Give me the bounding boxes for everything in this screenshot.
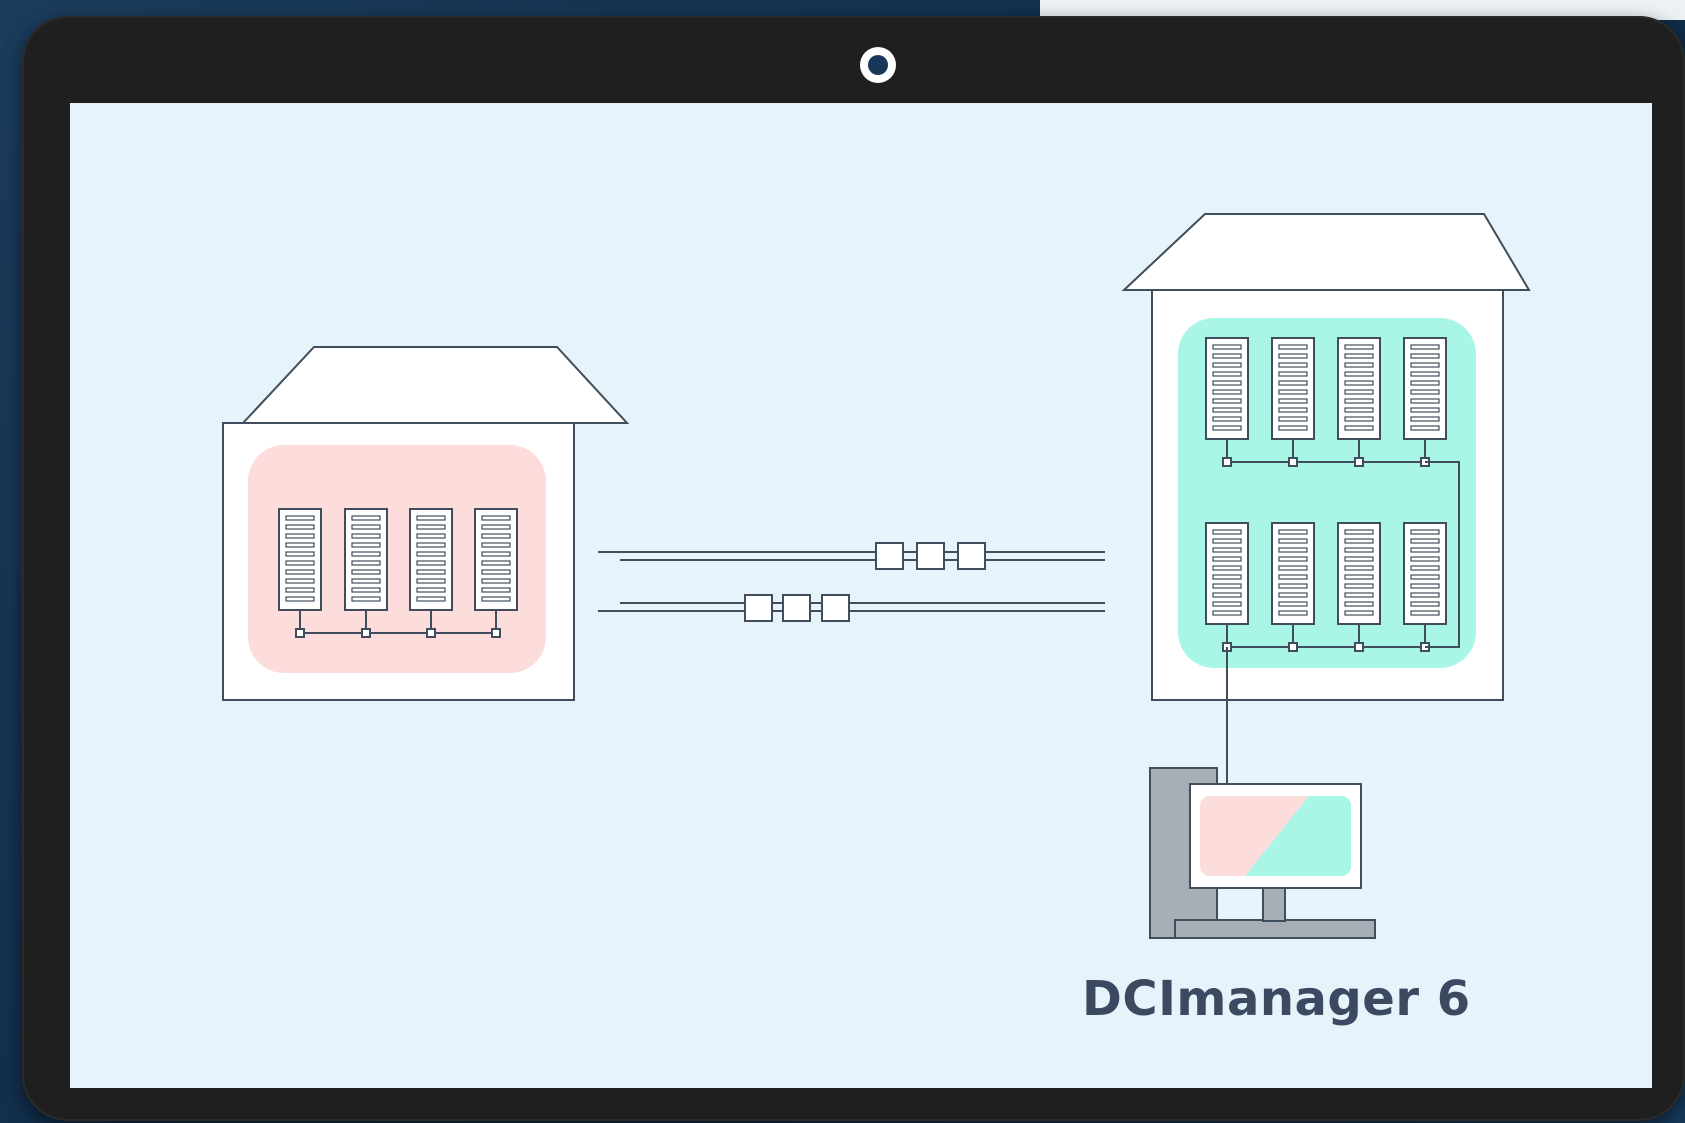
computer-stand-neck [1262,887,1286,922]
management-computer [1149,767,1376,939]
network-link-icon [875,542,904,570]
left-server-connector [426,628,436,638]
left-datacenter-roof [240,346,630,424]
right-datacenter-roof [1121,213,1531,291]
network-link-icon [821,594,850,622]
network-link-icon [957,542,986,570]
left-server-rack [344,508,388,611]
right-server-top-rack [1205,337,1249,440]
right-server-top-connector [1288,457,1298,467]
left-server-connector [491,628,501,638]
product-title: DCImanager 6 [1082,971,1471,1027]
network-diagram [222,213,1531,939]
right-server-bottom-connector [1354,642,1364,652]
left-server-connector [295,628,305,638]
right-server-racks [1205,337,1447,652]
left-server-rack [409,508,453,611]
right-server-bottom-rack [1403,522,1447,625]
tablet-screen: DCImanager 6 [70,103,1652,1088]
right-server-bottom-rack [1271,522,1315,625]
link-switches [744,542,986,622]
left-server-racks [278,508,518,638]
computer-stand-base [1174,919,1376,939]
left-server-zone [248,445,546,673]
left-server-rack [474,508,518,611]
network-link-icon [782,594,811,622]
right-server-top-rack [1337,337,1381,440]
network-link-icon [916,542,945,570]
camera-icon [860,47,896,83]
right-server-top-connector [1222,457,1232,467]
monitor-screen [1200,796,1351,876]
right-datacenter [1121,213,1531,783]
left-server-rack [278,508,322,611]
right-server-top-rack [1403,337,1447,440]
left-server-connector [361,628,371,638]
right-server-zone [1178,318,1476,668]
background-paper [1040,0,1685,20]
network-links [598,542,1105,622]
right-server-bottom-rack [1337,522,1381,625]
right-server-bottom-rack [1205,522,1249,625]
right-backbone-link [1425,461,1460,648]
right-server-bottom-connector [1288,642,1298,652]
right-server-top-rack [1271,337,1315,440]
network-link-icon [744,594,773,622]
left-datacenter [222,346,630,701]
right-server-top-connector [1354,457,1364,467]
